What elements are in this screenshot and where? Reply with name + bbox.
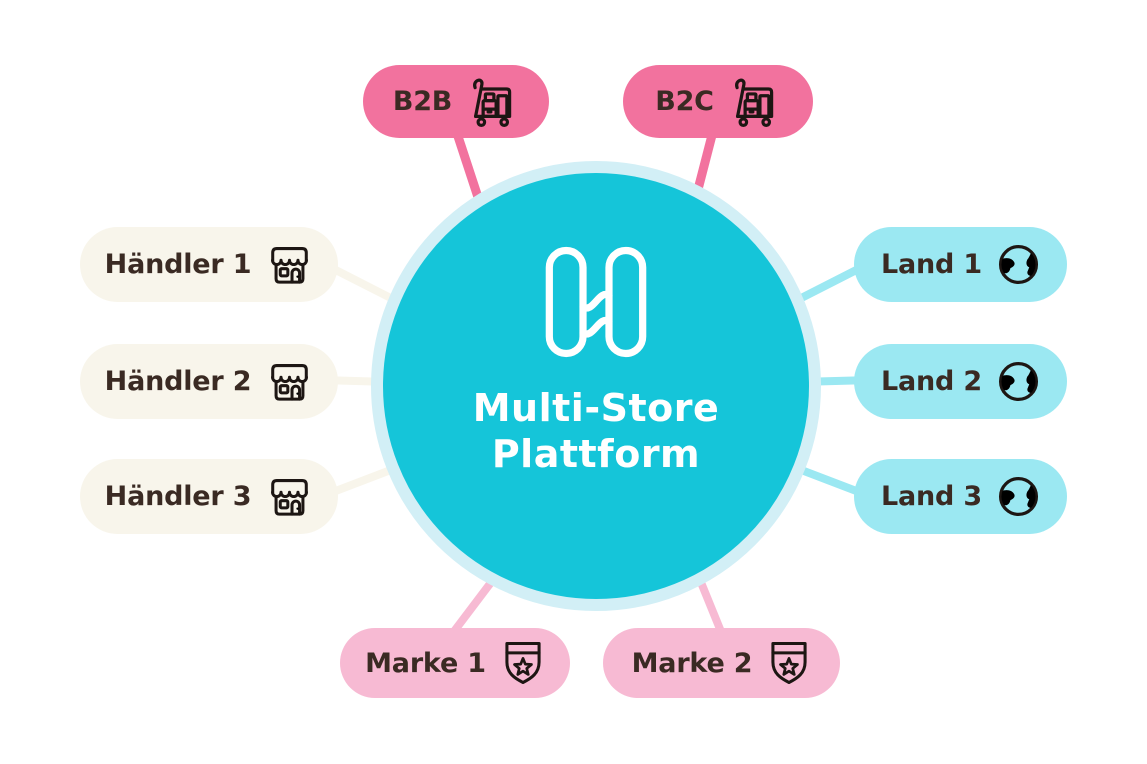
globe-icon (997, 475, 1040, 518)
node-marke-1: Marke 1 (340, 628, 570, 698)
node-land-2: Land 2 (854, 344, 1067, 419)
node-marke-2: Marke 2 (603, 628, 840, 698)
node-land-3: Land 3 (854, 459, 1067, 534)
node-haendler-3: Händler 3 (80, 459, 338, 534)
badge-star-icon (501, 639, 545, 687)
node-marke-2-label: Marke 2 (631, 647, 753, 679)
node-marke-1-label: Marke 1 (365, 647, 486, 679)
node-b2b-label: B2B (392, 86, 453, 117)
shopping-cart-icon (467, 76, 519, 128)
node-b2b: B2B (363, 65, 549, 138)
node-haendler-3-label: Händler 3 (104, 481, 252, 512)
storefront-icon (266, 241, 313, 288)
globe-icon (997, 360, 1040, 403)
central-platform-circle: Multi-Store Plattform (371, 161, 821, 611)
node-land-3-label: Land 3 (881, 481, 982, 512)
node-haendler-2: Händler 2 (80, 344, 338, 419)
node-haendler-1: Händler 1 (80, 227, 338, 302)
storefront-icon (266, 358, 313, 405)
hublify-h-logo-icon (545, 245, 647, 359)
node-land-1: Land 1 (854, 227, 1067, 302)
node-land-2-label: Land 2 (881, 366, 982, 397)
platform-title: Multi-Store Plattform (473, 385, 720, 478)
node-b2c: B2C (623, 65, 813, 138)
shopping-cart-icon (729, 76, 781, 128)
platform-title-line2: Plattform (491, 432, 701, 477)
badge-star-icon (767, 639, 811, 687)
node-haendler-2-label: Händler 2 (104, 366, 252, 397)
node-b2c-label: B2C (655, 86, 714, 117)
node-land-1-label: Land 1 (881, 249, 982, 280)
node-haendler-1-label: Händler 1 (104, 249, 252, 280)
globe-icon (997, 243, 1040, 286)
storefront-icon (266, 473, 313, 520)
platform-title-line1: Multi-Store (472, 386, 720, 430)
